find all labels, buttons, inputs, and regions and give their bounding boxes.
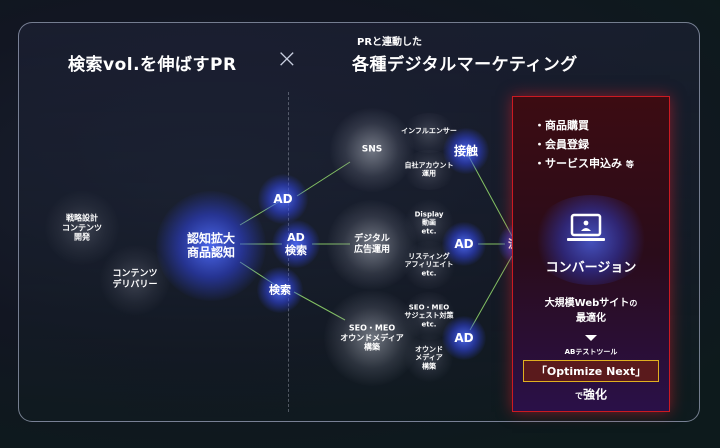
goal-purchase: ・商品購買 [534,119,589,132]
awareness-glow [156,191,266,301]
site-optimization: 大規模Webサイトの 最適化 [545,296,638,326]
digital-ad-glow [327,200,417,290]
node-digital-ad: デジタル 広告運用 [353,234,391,255]
enhance-text: 強化 [582,387,608,402]
site-line2: 最適化 [576,313,606,324]
monitor-icon [567,213,605,241]
ad-mid-glow [442,222,486,266]
ad-search-glow [272,220,320,268]
node-display: Display 動画 etc. [414,210,444,236]
ad-bottom-glow [442,316,486,360]
node-ad-top: AD [273,191,293,206]
node-awareness: 認知拡大 商品認知 [186,231,236,260]
node-own-account: 自社アカウント 運用 [404,161,454,178]
node-seo-suggest: SEO・MEO サジェスト対策 etc. [404,303,454,329]
strategy-glow [45,191,119,265]
conversion-label: コンバージョン [545,260,637,276]
ab-test-tool-label: ABテストツール [564,348,618,356]
right-title: 各種デジタルマーケティング [352,55,578,75]
node-ad-search: AD 検索 [285,230,307,257]
node-listing: リスティング アフィリエイト etc. [404,252,454,278]
node-delivery: コンテンツ デリバリー [112,269,158,290]
right-subtitle: PRと連動した [357,37,423,48]
sns-glow [330,108,414,192]
node-search: 検索 [269,283,291,297]
node-influencer: インフルエンサー [401,126,457,135]
goal-suffix: 等 [625,160,634,169]
goal-membership: ・会員登録 [534,138,589,151]
down-arrow-icon [585,335,597,341]
node-seo-meo: SEO・MEO オウンドメディア 構築 [340,323,404,352]
goal-service: ・サービス申込み 等 [534,157,634,170]
node-owned-media: オウンド メディア 構築 [415,345,443,371]
search-glow [257,267,303,313]
node-sns: SNS [361,144,383,155]
conversion-goals: ・商品購買 ・会員登録 ・サービス申込み 等 [534,116,634,174]
site-line1: 大規模Webサイト [544,298,630,309]
node-ad-mid: AD [454,236,474,251]
ad-top-glow [258,174,308,224]
optimize-next-label: 「Optimize Next」 [535,365,647,378]
site-suffix: の [629,299,638,308]
contact-glow [443,128,489,174]
node-ad-bottom: AD [454,330,474,345]
cross-symbol: × [276,44,298,74]
node-strategy: 戦略設計 コンテンツ 開発 [62,213,102,242]
link-adbottom-inflow [469,255,513,331]
left-title: 検索vol.を伸ばすPR [68,55,237,75]
node-contact: 接触 [453,143,479,158]
enhance-label: で強化 [575,386,607,403]
enhance-prefix: で [574,391,583,401]
optimize-next-badge: 「Optimize Next」 [523,360,659,382]
